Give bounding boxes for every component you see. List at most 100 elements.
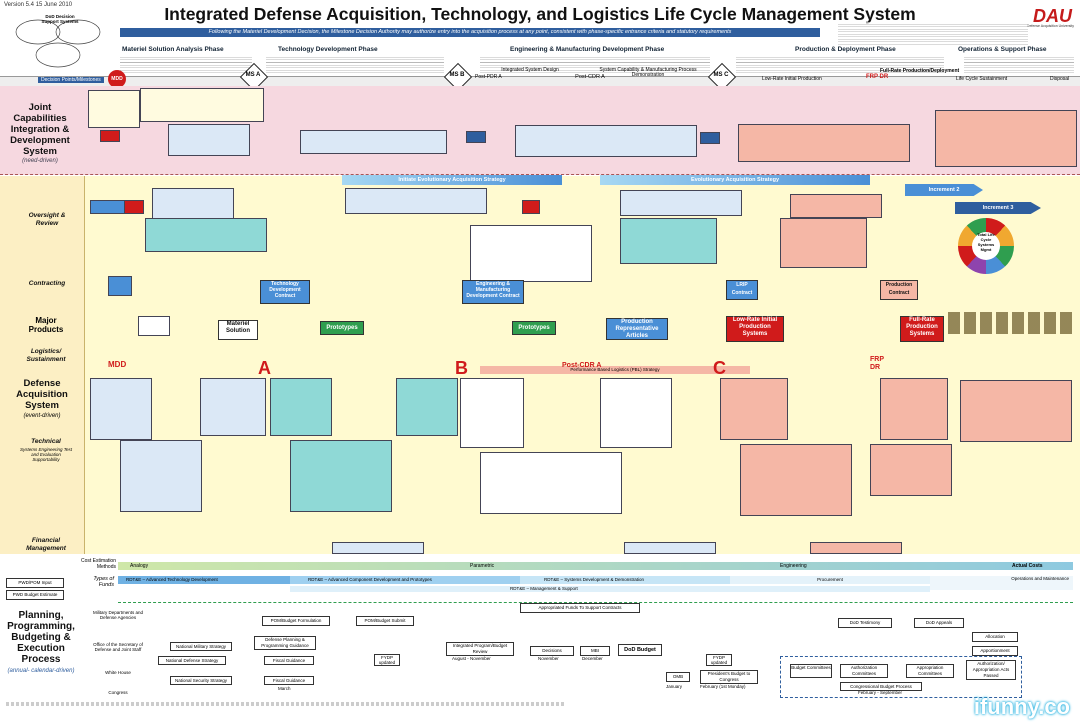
march-label: March [278, 686, 291, 691]
prototypes-1-box: Prototypes [320, 321, 364, 335]
rdte-sdd-label: RDT&E – Systems Development & Demonstrat… [544, 577, 645, 582]
congress-label: Congress [108, 690, 128, 695]
das-left-strip [0, 176, 85, 554]
emd-contract-box: Engineering & Manufacturing Development … [462, 280, 524, 304]
fin-card-group-1 [332, 542, 424, 554]
fiscal-guidance-box-2: Fiscal Guidance [264, 676, 314, 685]
fydp-updated-box-1: FYDP updated [374, 654, 400, 666]
oversight-salmon-block [780, 218, 867, 268]
budget-committees-box: Budget Committees [790, 664, 832, 678]
appropriation-committees-box: Appropriation Committees [906, 664, 954, 678]
pom-budget-formulation-box: POM/Budget Formulation [262, 616, 330, 626]
rdte-ms-bar: RDT&E – Management & Support [290, 586, 930, 592]
lrip-label: Low-Rate Initial Production [762, 76, 822, 82]
post-cdra-lower-label: Post-CDR A [562, 362, 602, 369]
congressional-process-box: Congressional Budget Process [840, 682, 922, 691]
increment-2-label: Increment 2 [928, 187, 960, 193]
oversight-teal-block-2 [620, 218, 717, 264]
ms-c-label: MS C [713, 72, 729, 78]
oversight-ms-b-group [345, 188, 487, 214]
presidents-budget-box: President's Budget to Congress [700, 670, 758, 684]
january-label: January [666, 684, 683, 689]
pom-budget-submit-box: POM/Budget Submit [356, 616, 414, 626]
total-life-cycle-center: Total Life Cycle Systems Mgmt [972, 232, 1000, 260]
tech-msa-inputs [90, 378, 152, 440]
entry-banner: Following the Materiel Development Decis… [120, 28, 820, 37]
phase-materiel-solution: Materiel Solution Analysis Phase [122, 46, 224, 53]
tech-vee-2 [290, 440, 392, 512]
dod-appeals-box: DoD Appeals [914, 618, 964, 628]
military-departments-label: Military Departments and Defense Agencie… [92, 610, 144, 620]
phase-production-deployment: Production & Deployment Phase [795, 46, 896, 53]
header-notes [838, 22, 1028, 46]
decisions-box: Decisions [530, 646, 574, 656]
tech-vee-1 [120, 440, 202, 512]
authorization-act-box: Authorization/ Appropriation Acts Passed [966, 660, 1016, 680]
cdd-box [466, 131, 486, 143]
contracting-label: Contracting [28, 280, 66, 287]
cost-estimation-label: Cost Estimation Methods [80, 558, 116, 570]
strategic-guidance-box [88, 90, 140, 128]
fiscal-guidance-box-1: Fiscal Guidance [264, 656, 314, 665]
national-defense-box: National Defense Strategy [158, 656, 226, 665]
ppbe-label: Planning, Programming, Budgeting & Execu… [7, 610, 75, 665]
pbl-label: Performance Based Logistics (PBL) Strate… [570, 367, 660, 372]
phase-desc-2 [266, 55, 444, 75]
cost-estimation-bar [118, 562, 1073, 570]
jcids-review-chain-1 [300, 130, 447, 154]
ifunny-watermark: ifunny.co [973, 694, 1070, 719]
mbi-box: MBI [580, 646, 610, 656]
tech-pd-outputs [880, 378, 948, 440]
rdte-sdd-bar: RDT&E – Systems Development & Demonstrat… [520, 576, 730, 584]
feb-sep-label: February - September [858, 690, 903, 695]
rdte-ms-label: RDT&E – Management & Support [510, 586, 578, 591]
initiate-ea-arrow: Initiate Evolutionary Acquisition Strate… [342, 175, 562, 185]
rdte-acdp-bar: RDT&E – Advanced Component Development a… [290, 576, 520, 584]
phase-operations-support: Operations & Support Phase [958, 46, 1047, 53]
financial-label: Financial Management [26, 537, 66, 552]
major-products-label: Major Products [28, 316, 64, 334]
das-sub-label: (event-driven) [23, 413, 61, 419]
procurement-bar: Procurement [730, 576, 930, 584]
production-rep-box: Production Representative Articles [606, 318, 668, 340]
study-contract-box [108, 276, 132, 296]
pwd-budget-estimate-box: PWD Budget Estimate [6, 590, 64, 600]
dau-logo-sub: Defense Acquisition University [1026, 24, 1074, 28]
white-house-label: White House [105, 670, 131, 675]
prototypes-2-box: Prototypes [512, 321, 556, 335]
milestone-c-letter: C [713, 358, 726, 378]
lrip-systems-box: Low-Rate Initial Production Systems [726, 316, 784, 342]
rdte-acdp-label: RDT&E – Advanced Component Development a… [308, 577, 432, 582]
oversight-teal-block-1 [145, 218, 267, 252]
appropriated-funds-box: Appropriated Funds To Support Contracts [520, 603, 640, 613]
november-label: November [538, 656, 559, 661]
tech-msa-outputs [200, 378, 266, 436]
parametric-label: Parametric [470, 563, 495, 569]
disposal-top-label: Disposal [1050, 76, 1070, 82]
mdd-circle: MDD [108, 70, 126, 88]
dod-testimony-box: DoD Testimony [838, 618, 892, 628]
tech-emd-inputs [460, 378, 524, 448]
das-label: Defense Acquisition System [16, 378, 68, 411]
appropriated-funds-line [118, 602, 1073, 603]
frp-top-label: FRP DR [866, 74, 889, 80]
omb-box: OMB [666, 672, 690, 682]
evolutionary-ea-arrow: Evolutionary Acquisition Strategy [600, 175, 870, 185]
defense-planning-box: Defense Planning & Programming Guidance [254, 636, 316, 650]
oversight-tds-box [152, 188, 234, 220]
oversight-label: Oversight & Review [28, 212, 66, 227]
oversight-ms-c-group [620, 190, 742, 216]
cpd-box [700, 132, 720, 144]
ppbe-sub-label: (annual- calendar-driven) [7, 668, 75, 674]
phase-desc-4 [736, 55, 944, 75]
fin-card-group-2 [624, 542, 716, 554]
fin-card-group-3 [810, 542, 902, 554]
integrated-system-design-label: Integrated System Design [501, 67, 559, 73]
jcids-icd-box [100, 130, 120, 142]
production-contract-box: Production Contract [880, 280, 918, 300]
aug-nov-label: August - November [452, 656, 491, 661]
types-of-funds-label: Types of Funds [93, 576, 114, 588]
dod-decision-label: DoD Decision Support Systems [41, 14, 79, 24]
actual-costs-label: Actual Costs [1012, 563, 1043, 569]
jcids-review-chain-2 [515, 125, 697, 157]
